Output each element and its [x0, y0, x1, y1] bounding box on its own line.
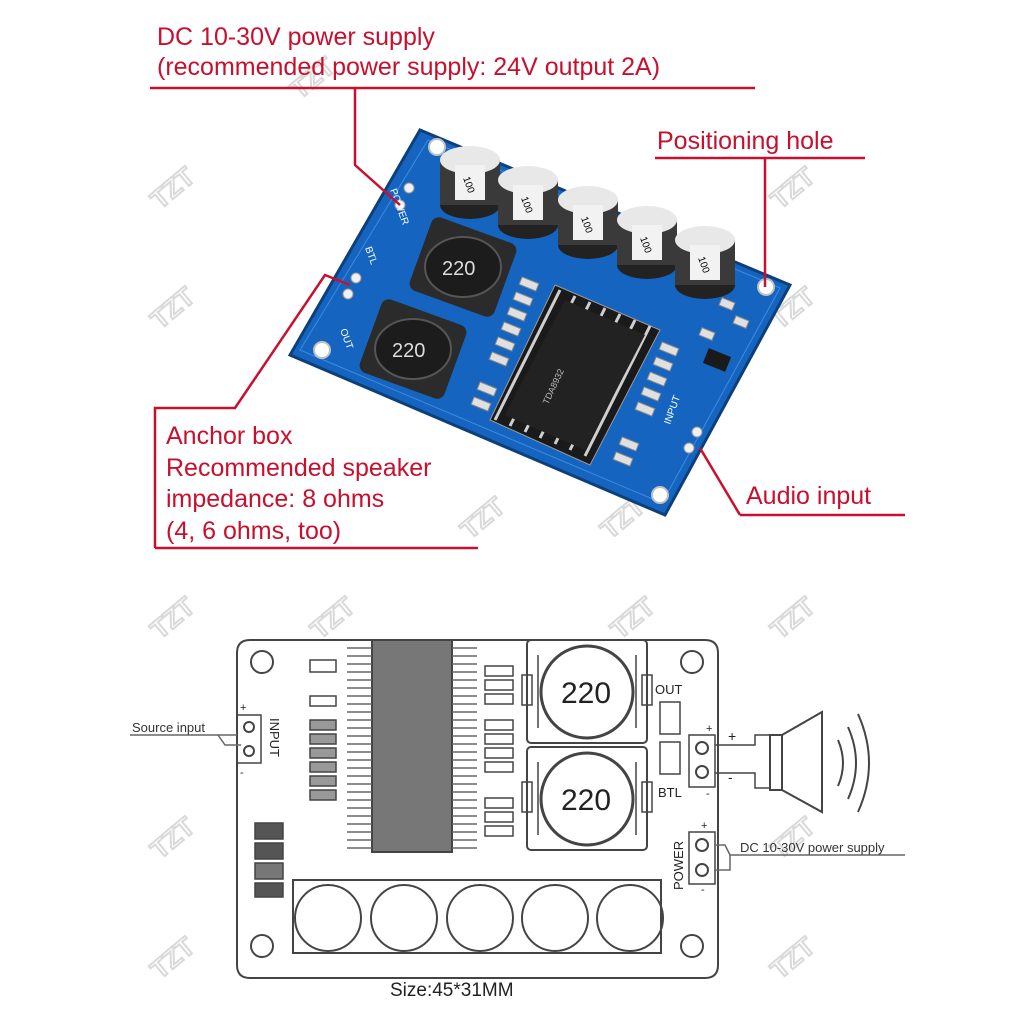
- watermark: TZT: [765, 161, 821, 215]
- amplifier-chip: TDA8932: [489, 284, 661, 466]
- capacitor: 100: [675, 226, 735, 299]
- output-minus: -: [706, 788, 710, 800]
- out-jumper-pad: [659, 701, 681, 735]
- wire-minus: -: [728, 769, 733, 785]
- bottom-left-smd: [254, 822, 284, 898]
- anchor-box-callout-line1: Anchor box: [166, 422, 293, 450]
- chip-pins: [347, 647, 477, 849]
- anchor-box-callout-line3: impedance: 8 ohms: [166, 485, 385, 513]
- size-label: Size:45*31MM: [390, 980, 514, 1001]
- mounting-hole: [428, 138, 446, 156]
- positioning-hole-callout: Positioning hole: [657, 127, 834, 155]
- audio-callout-leader: [698, 447, 742, 516]
- pin-pads: [342, 182, 703, 454]
- corner-hole: [250, 934, 274, 958]
- power-callout-leader: [353, 88, 401, 206]
- input-pad: [683, 442, 695, 454]
- smd-ic: [702, 348, 732, 372]
- watermark: TZT: [765, 811, 821, 865]
- anchor-box-callout: Anchor box Recommended speaker impedance…: [166, 421, 431, 547]
- watermark: TZT: [145, 591, 201, 645]
- source-input-lead: [217, 734, 241, 746]
- power-supply-callout: DC 10-30V power supply (recommended powe…: [157, 22, 660, 82]
- wire-plus: +: [728, 728, 736, 744]
- power-plus: +: [701, 820, 707, 832]
- diagram-inductor: 220: [521, 746, 653, 851]
- board-outline: [236, 639, 719, 979]
- output-pad: [342, 288, 354, 300]
- inductor-label: 220: [392, 340, 425, 362]
- watermark: TZT: [605, 591, 661, 645]
- schematic-diagram: 220 220 OUT BTL +: [130, 639, 905, 979]
- power-wire: [715, 844, 905, 856]
- watermark: TZT: [765, 591, 821, 645]
- watermark: TZT: [145, 161, 201, 215]
- output-plus: +: [706, 723, 712, 735]
- power-label: POWER: [671, 841, 686, 890]
- inductor-value: 220: [561, 677, 611, 710]
- capacitor-row: 100 100 100 100: [440, 146, 735, 299]
- power-pad: [403, 182, 415, 194]
- callout-lines: [150, 86, 905, 550]
- source-input-label: Source input: [132, 720, 205, 735]
- inductor: 220: [359, 299, 467, 399]
- inductor-label: 220: [442, 258, 475, 280]
- watermark: TZT: [145, 931, 201, 985]
- speaker-icon: [769, 710, 870, 814]
- corner-hole: [250, 650, 274, 674]
- smd-components: [470, 276, 750, 467]
- anchor-box-callout-line2: Recommended speaker: [166, 453, 432, 482]
- power-connector: [688, 831, 716, 885]
- watermark: TZT: [305, 591, 361, 645]
- btl-jumper-pad: [659, 741, 681, 775]
- watermark: TZT: [145, 281, 201, 335]
- speaker-connector: [688, 734, 716, 788]
- power-supply-callout-line2: (recommended power supply: 24V output 2A…: [157, 53, 661, 81]
- mounting-hole: [651, 486, 669, 504]
- audio-input-callout: Audio input: [746, 482, 872, 510]
- input-minus: -: [240, 767, 244, 779]
- corner-hole: [680, 650, 704, 674]
- capacitor: 100: [440, 146, 500, 219]
- anchor-box-callout-line4: (4, 6 ohms, too): [166, 516, 342, 545]
- inductor-value: 220: [561, 784, 611, 817]
- diagram-chip: [371, 639, 453, 853]
- speaker-wire-minus: [715, 772, 770, 789]
- watermark: TZT: [145, 811, 201, 865]
- input-label: INPUT: [267, 718, 282, 757]
- mounting-hole: [313, 341, 331, 359]
- output-pad: [350, 272, 362, 284]
- capacitor-footprints: [292, 879, 664, 954]
- anchor-callout-leader: [153, 273, 351, 548]
- out-label: OUT: [655, 682, 683, 697]
- power-supply-callout-line1: DC 10-30V power supply: [157, 23, 435, 51]
- middle-smd-parts: [484, 665, 514, 837]
- input-connector: [236, 714, 262, 764]
- power-wire-minus: [715, 855, 731, 871]
- capacitor: 100: [617, 206, 677, 279]
- speaker-wire-plus: [715, 734, 770, 746]
- diagram-inductor: 220: [521, 639, 653, 744]
- watermark: TZT: [765, 931, 821, 985]
- input-plus: +: [240, 702, 246, 714]
- pcb-board-photo: 100 100 100 100: [287, 128, 793, 517]
- input-pad: [691, 426, 703, 438]
- corner-hole: [680, 934, 704, 958]
- capacitor: 100: [558, 186, 618, 259]
- inductor: 220: [409, 217, 517, 317]
- capacitor: 100: [498, 166, 558, 239]
- power-minus: -: [701, 884, 705, 896]
- btl-label: BTL: [658, 785, 682, 800]
- power-supply-label: DC 10-30V power supply: [740, 840, 885, 855]
- watermark: TZT: [455, 491, 511, 545]
- left-smd-parts: [309, 659, 337, 801]
